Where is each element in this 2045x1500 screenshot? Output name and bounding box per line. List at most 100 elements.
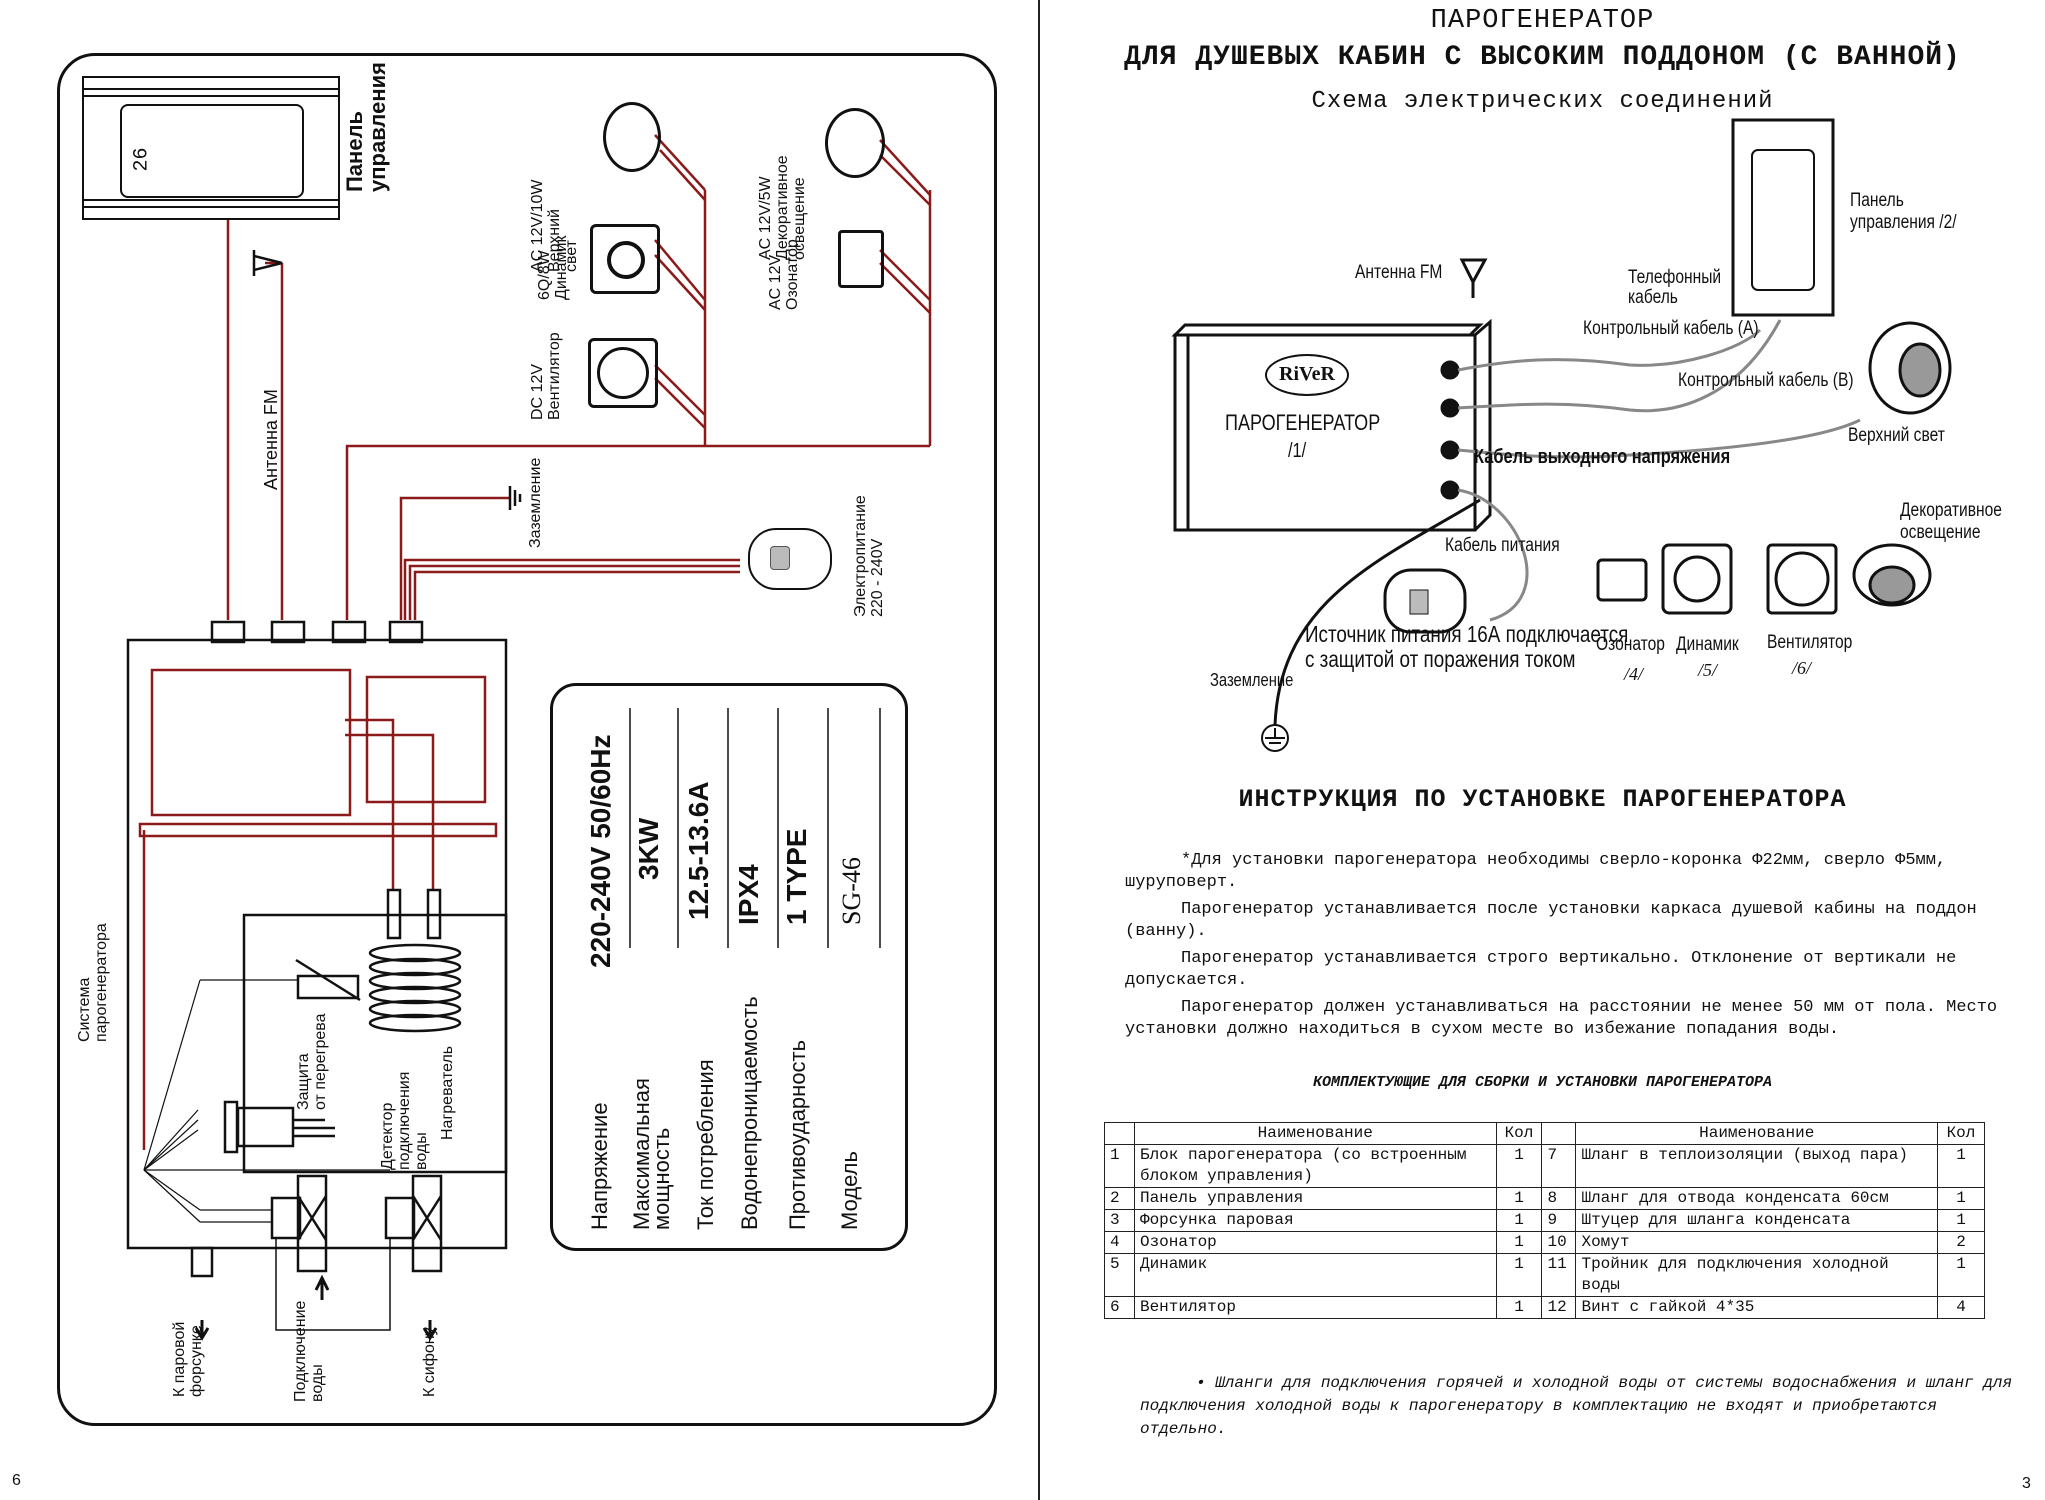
instruction-title: ИНСТРУКЦИЯ ПО УСТАНОВКЕ ПАРОГЕНЕРАТОРА (1238, 785, 1847, 814)
item-name: Форсунка паровая (1133, 1209, 1497, 1232)
header-num-1 (1104, 1122, 1135, 1145)
item-name: Хомут (1575, 1231, 1938, 1254)
output-cable-label: Кабель выходного напряжения (1474, 446, 1731, 468)
control-cable-a-label: Контрольный кабель (A) (1583, 318, 1759, 339)
page-number-left: 6 (12, 1472, 21, 1489)
footnote-text: • Шланги для подключения горячей и холод… (1140, 1374, 2013, 1438)
header-qty-1: Кол (1495, 1122, 1543, 1145)
wiring-diagram-frame (57, 53, 997, 1426)
item-qty: 1 (1495, 1187, 1543, 1210)
item-name: Шланг в теплоизоляции (выход пара) (1575, 1144, 1938, 1188)
item-qty: 1 (1495, 1296, 1543, 1319)
antenna-fm-label: Антенна FM (1355, 262, 1443, 283)
item-name: Блок парогенератора (со встроенным блоко… (1133, 1144, 1497, 1188)
fan-icon (588, 338, 658, 408)
spec-value-power: 3KW (633, 817, 664, 880)
item-num: 3 (1104, 1209, 1135, 1232)
item-num: 10 (1541, 1231, 1577, 1254)
item-name: Тройник для подключения холодной воды (1575, 1253, 1938, 1297)
instruction-paragraphs: *Для установки парогенератора необходимы… (1125, 850, 2015, 1046)
item-qty: 1 (1936, 1209, 1986, 1232)
spec-plate-lines (629, 708, 881, 948)
spec-value-model: SG-46 (837, 857, 866, 925)
instruction-3: Парогенератор устанавливается строго вер… (1125, 949, 1957, 990)
item-num: 9 (1541, 1209, 1577, 1232)
spec-name-voltage: Напряжение (587, 1102, 612, 1230)
spec-value-current: 12.5-13.6A (683, 781, 714, 920)
page-number-right: 3 (2022, 1475, 2031, 1492)
page-subtitle: ДЛЯ ДУШЕВЫХ КАБИН С ВЫСОКИМ ПОДДОНОМ (С … (1124, 42, 1961, 73)
item-name: Вентилятор (1133, 1296, 1497, 1319)
item-qty: 1 (1936, 1144, 1986, 1188)
item-qty: 1 (1495, 1209, 1543, 1232)
top-light-label-right: Верхний свет (1848, 425, 1945, 446)
item-qty: 2 (1936, 1231, 1986, 1254)
speaker-icon (590, 224, 660, 294)
instruction-2: Парогенератор устанавливается после уста… (1125, 900, 1977, 941)
fan-number: /6/ (1792, 658, 1812, 678)
item-qty: 1 (1495, 1144, 1543, 1188)
generator-number: /1/ (1288, 440, 1307, 462)
item-qty: 1 (1936, 1187, 1986, 1210)
control-panel-display: 26 (120, 104, 304, 198)
header-qty-2: Кол (1936, 1122, 1986, 1145)
spec-plate (550, 683, 908, 1251)
item-qty: 1 (1495, 1231, 1543, 1254)
item-num: 4 (1104, 1231, 1135, 1254)
item-qty: 4 (1936, 1296, 1986, 1319)
item-name: Штуцер для шланга конденсата (1575, 1209, 1938, 1232)
item-qty: 1 (1495, 1253, 1543, 1297)
scheme-title: Схема электрических соединений (1311, 88, 1774, 115)
item-num: 12 (1541, 1296, 1577, 1319)
item-name: Винт с гайкой 4*35 (1575, 1296, 1938, 1319)
wiring-lines (126, 134, 932, 1341)
outlet-siphon-label: К сифону (421, 1327, 438, 1397)
header-name-2: Наименование (1575, 1122, 1938, 1145)
power-plug-icon (748, 528, 832, 590)
ozonator-label-right: Озонатор (1596, 634, 1665, 655)
item-num: 1 (1104, 1144, 1135, 1188)
item-num: 11 (1541, 1253, 1577, 1297)
fan-label-right: Вентилятор (1767, 632, 1853, 653)
item-num: 5 (1104, 1253, 1135, 1297)
item-num: 2 (1104, 1187, 1135, 1210)
item-name: Озонатор (1133, 1231, 1497, 1254)
header-name-1: Наименование (1133, 1122, 1497, 1145)
item-name: Динамик (1133, 1253, 1497, 1297)
kit-title: КОМПЛЕКТУЮЩИЕ ДЛЯ СБОРКИ И УСТАНОВКИ ПАР… (1312, 1074, 1773, 1091)
generator-label: ПАРОГЕНЕРАТОР (1225, 410, 1381, 435)
kit-table-header: Наименование Кол Наименование Кол (1104, 1122, 1986, 1145)
speaker-number: /5/ (1698, 660, 1718, 680)
footnote: • Шланги для подключения горячей и холод… (1140, 1372, 2020, 1441)
control-cable-b-label: Контрольный кабель (B) (1678, 370, 1854, 391)
instruction-1: *Для установки парогенератора необходимы… (1125, 851, 1947, 892)
display-temp: 26 (130, 147, 154, 172)
heater-label: Нагреватель (439, 1045, 456, 1140)
spec-name-waterproof: Водонепроницаемость (737, 996, 762, 1230)
ground-label: Заземление (527, 457, 544, 548)
control-panel-device: 26 (82, 76, 340, 220)
ozonator-number: /4/ (1624, 664, 1644, 684)
item-name: Шланг для отвода конденсата 60см (1575, 1187, 1938, 1210)
spec-value-shockproof: 1 TYPE (781, 828, 812, 925)
spec-name-current: Ток потребления (693, 1059, 718, 1230)
